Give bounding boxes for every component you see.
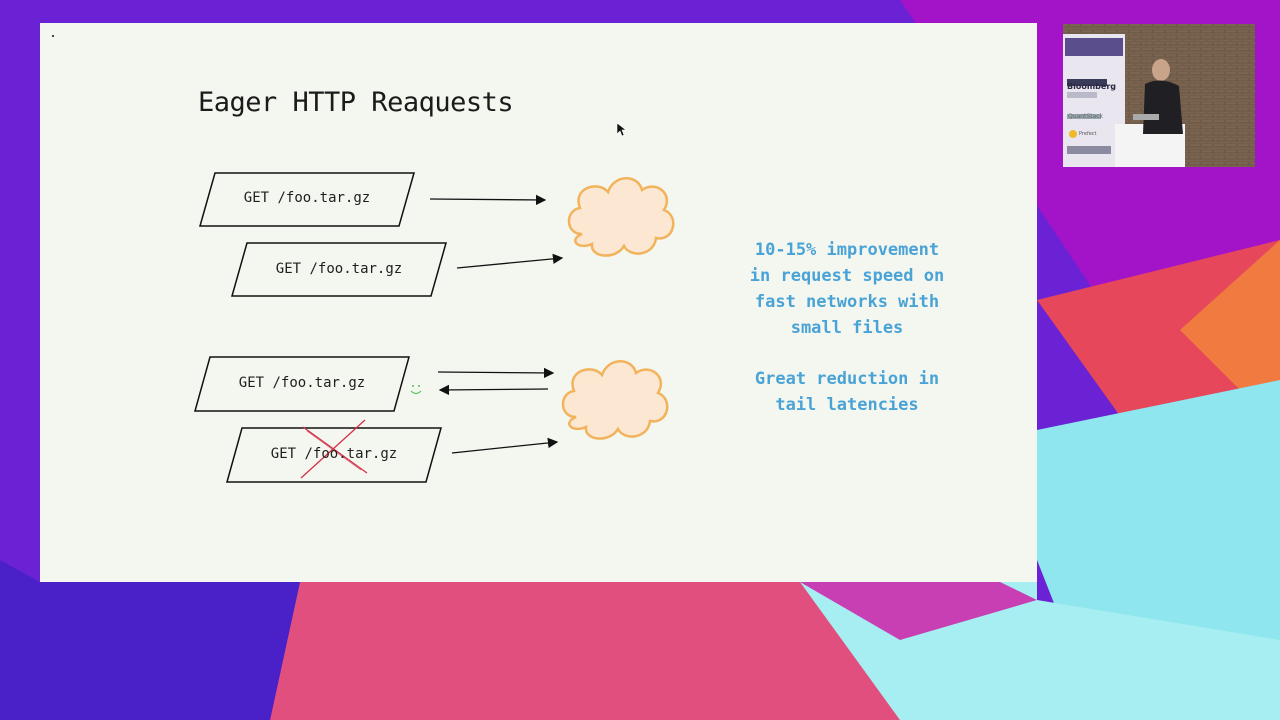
request-box-1 — [199, 172, 415, 227]
slide-diagram — [194, 172, 675, 483]
presentation-slide: Eager HTTP Reaquests GET /foo.tar.gz GET… — [40, 23, 1037, 582]
request-label: GET /foo.tar.gz — [238, 375, 366, 391]
smile-icon — [410, 385, 422, 395]
request-box-2 — [231, 242, 447, 297]
sponsor-bloomberg: Bloomberg — [1067, 82, 1116, 91]
arrow-request-2 — [456, 253, 564, 269]
improvement-note: 10-15% improvement in request speed on f… — [749, 240, 945, 338]
request-box-3 — [194, 356, 410, 412]
mouse-cursor-icon — [617, 123, 627, 137]
cancel-cross-icon — [300, 419, 368, 479]
sponsor-quantstack: QuantStack — [1068, 113, 1103, 120]
request-label: GET /foo.tar.gz — [275, 261, 403, 277]
request-label: GET /foo.tar.gz — [243, 190, 371, 206]
request-label-cancelled: GET /foo.tar.gz — [270, 446, 398, 462]
arrow-response-3 — [438, 384, 549, 396]
speaker-video: Bloomberg QuantStack Prefect — [1063, 24, 1255, 167]
arrow-request-4 — [451, 437, 559, 454]
arrow-request-3 — [437, 367, 555, 379]
speaker-video-frame — [1063, 24, 1255, 167]
server-cloud-icon — [567, 176, 675, 257]
latency-note: Great reduction in tail latencies — [754, 369, 940, 415]
arrow-request-1 — [429, 194, 547, 206]
server-cloud-icon — [561, 359, 669, 440]
sponsor-prefect: Prefect — [1079, 131, 1097, 137]
slide-dot — [52, 35, 54, 37]
slide-title: Eager HTTP Reaquests — [198, 87, 514, 118]
request-box-4 — [226, 427, 442, 483]
